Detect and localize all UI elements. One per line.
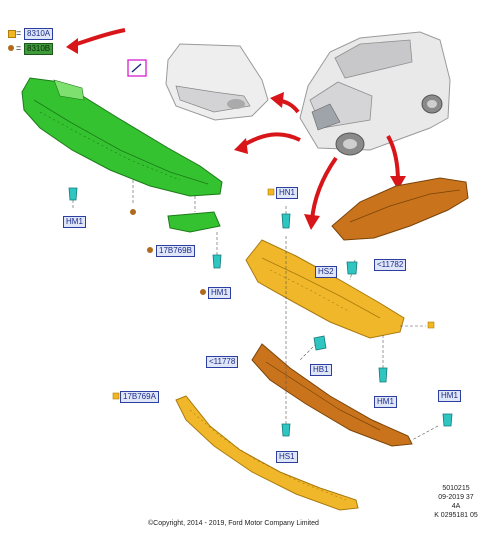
red-arrow-to-orange-shield [386,135,400,183]
clip-hm1-mid [212,254,222,269]
callout-11778: <11778 [206,356,239,368]
legend-yellow-square [8,30,16,38]
clip-hm1-left [68,187,78,201]
clip-hs1 [281,423,291,437]
reference-line-3: 4A [451,503,461,510]
brown-dot-markers [130,209,206,295]
clip-hs2 [346,261,358,275]
legend-part-code-a: 8310A [24,28,54,40]
fastener-clips [68,187,453,437]
clip-hm1-far-right [442,413,453,427]
reference-line-2: 09-2019 37 [438,494,474,501]
callout-hn1: HN1 [276,187,299,199]
red-arrow-to-yellow-panel [310,156,338,221]
callout-17b769b: 17B769B [156,245,195,257]
legend-brown-dot [8,45,14,51]
reference-block: 5010215 09-2019 37 4A K 0295181 05 [426,484,486,520]
red-annotation-arrow [69,28,126,48]
green-splash-shield [21,77,223,197]
leader-lines [72,180,439,441]
legend-equals-1: = [16,28,22,38]
reference-line-4: K 0295181 05 [434,512,478,519]
orange-underbody-shield [331,177,469,241]
clip-hm1-right [378,367,388,383]
front-bumper-illustration [165,43,269,121]
clip-hn1 [281,213,291,229]
orange-lower-deflector [251,343,413,447]
red-annotation-arrowhead [66,38,78,54]
callout-hm1-mid: HM1 [208,287,231,299]
vehicle-illustration [299,31,451,156]
red-arrow-to-green-shield [240,132,301,148]
yellow-square-markers [112,188,435,400]
reference-line-1: 5010215 [442,485,470,492]
callout-11782: <11782 [374,259,407,271]
yellow-spoiler-strip [175,395,359,511]
legend-equals-2: = [16,43,22,53]
green-bracket [167,211,221,233]
callout-hm1-left: HM1 [63,216,86,228]
copyright-notice: ©Copyright, 2014 - 2019, Ford Motor Comp… [148,520,319,527]
callout-17b769a: 17B769A [120,391,159,403]
callout-hm1-far-right: HM1 [438,390,461,402]
callout-hm1-right: HM1 [374,396,397,408]
callout-hs1: HS1 [276,451,298,463]
clip-hb1 [313,335,327,351]
callout-hs2: HS2 [315,266,337,278]
yellow-lower-panel [245,239,405,339]
legend-part-code-b: 8310B [24,43,54,55]
callout-hb1: HB1 [310,364,332,376]
location-marker-box [127,59,147,77]
